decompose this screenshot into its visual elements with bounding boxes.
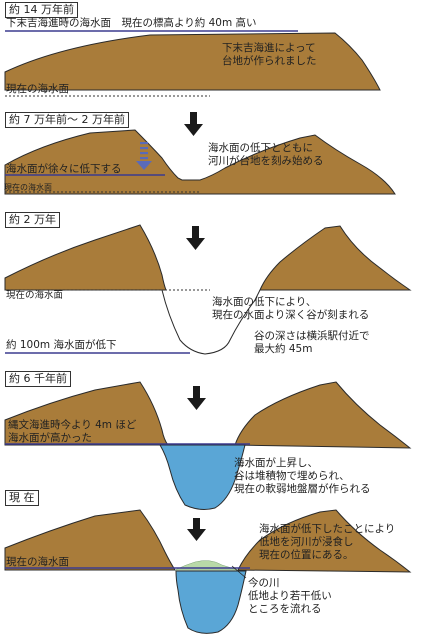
panel-3-depth-line-2: 最大約 45m xyxy=(254,343,313,355)
panel-4-note-line-3: 現在の軟弱地盤層が作られる xyxy=(234,483,371,495)
panel-2-sea-falling-label: 海水面が徐々に低下する xyxy=(6,163,122,175)
panel-1-present-sea-label: 現在の海水面 xyxy=(6,83,69,95)
panel-3-note-line-1: 海水面の低下により、 xyxy=(212,296,317,308)
panel-5-present-sea-label: 現在の海水面 xyxy=(6,556,69,568)
down-small-arrow-icon xyxy=(136,142,152,170)
down-arrow-icon xyxy=(186,226,205,250)
panel-4-note-line-2: 谷は堆積物で埋められ、 xyxy=(234,470,350,482)
panel-2-graphics xyxy=(4,112,396,195)
panel-3-graphics xyxy=(4,224,412,355)
panel-5-graphics xyxy=(4,509,412,634)
panel-2-plateau xyxy=(4,129,396,195)
panel-5-right-plateau xyxy=(237,509,412,573)
panel-1-note-line-2: 台地が作られました xyxy=(222,55,317,67)
panel-5-left-plateau xyxy=(4,509,176,571)
panel-3-present-sea-label: 現在の海水面 xyxy=(6,290,64,301)
panel-4-sea-label-line-1: 縄文海進時今より 4m ほど xyxy=(8,419,137,431)
panel-4-right-plateau xyxy=(234,381,412,449)
panel-5-river-line-2: 低地より若干低い xyxy=(248,590,332,602)
panel-1-caption: 下末吉海進時の海水面 現在の標高より約 40m 高い xyxy=(6,17,257,29)
panel-3-depth-line-1: 谷の深さは横浜駅付近で xyxy=(254,330,370,342)
panel-1-plateau xyxy=(4,32,381,91)
panel-5-note-line-2: 低地を河川が浸食し xyxy=(259,536,354,548)
panel-3-right-plateau xyxy=(259,225,412,291)
panel-2-present-sea-label: 現在の海水面 xyxy=(4,183,52,192)
panel-2-note-line-1: 海水面の低下とともに xyxy=(208,142,313,154)
panel-4-graphics xyxy=(4,381,412,510)
panel-3-note-line-2: 現在の水面より深く谷が刻まれる xyxy=(212,309,370,321)
panel-5-river-pointer xyxy=(231,565,247,579)
down-arrow-icon xyxy=(187,386,206,410)
down-arrow-icon xyxy=(184,112,203,136)
panel-5-valley-water xyxy=(175,570,247,634)
panel-1-note-line-1: 下末吉海進によって xyxy=(222,42,316,54)
era-label-present: 現 在 xyxy=(5,490,39,506)
panel-3-valley-outline xyxy=(161,289,261,355)
panel-2-note-line-2: 河川が台地を刻み始める xyxy=(208,155,324,167)
era-label-6sen: 約 6 千年前 xyxy=(5,371,71,387)
panel-5-note-line-1: 海水面が低下したことにより xyxy=(259,523,396,535)
panel-4-note-line-1: 海水面が上昇し、 xyxy=(234,457,318,469)
panel-4-valley-water xyxy=(159,444,246,510)
era-label-2man: 約 2 万年 xyxy=(5,212,60,228)
panel-5-river-line-1: 今の川 xyxy=(248,577,280,589)
down-arrow-icon xyxy=(187,518,206,541)
panel-3-sea-drop-label: 約 100m 海水面が低下 xyxy=(6,339,117,351)
panel-3-left-plateau xyxy=(4,224,167,291)
panel-5-note-line-3: 現在の位置にある。 xyxy=(259,549,354,561)
era-label-14-man: 約 14 万年前 xyxy=(5,2,78,18)
panel-5-river-line-3: ところを流れる xyxy=(248,603,322,615)
panel-4-left-plateau xyxy=(4,381,170,446)
panel-4-sea-label-line-2: 海水面が高かった xyxy=(8,432,92,444)
era-label-7man-2man: 約 7 万年前～ 2 万年前 xyxy=(5,112,129,128)
panel-1-graphics xyxy=(4,30,381,97)
